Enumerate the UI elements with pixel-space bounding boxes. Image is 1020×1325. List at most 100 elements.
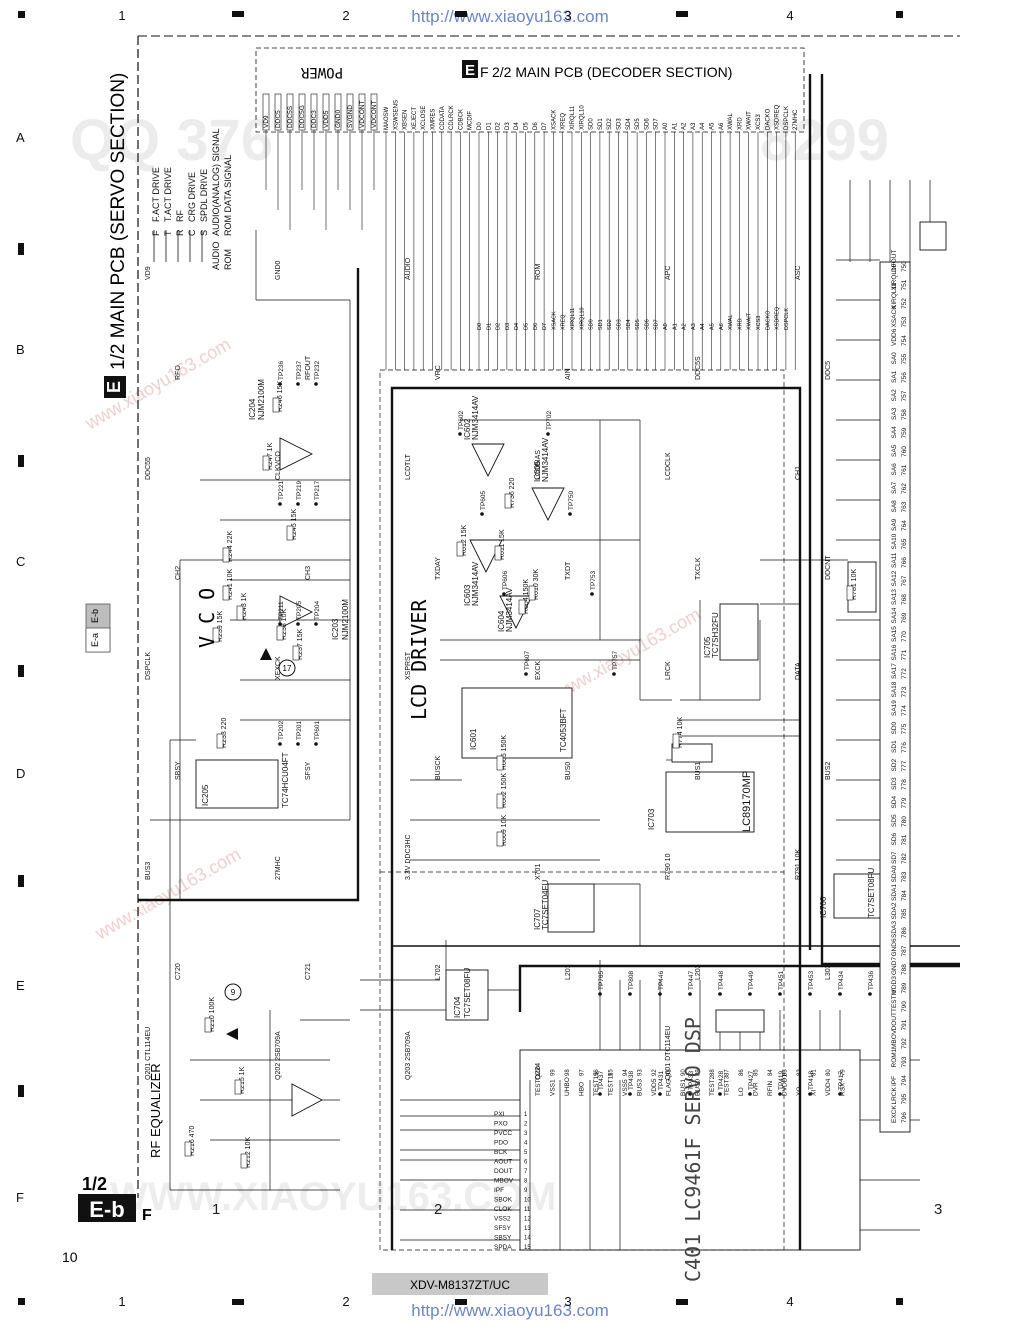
label-ic706: IC706 bbox=[819, 896, 828, 918]
decoder-net-label: XRD bbox=[737, 318, 743, 330]
dsp-side-pin-label: VDD6 bbox=[891, 328, 898, 346]
dsp-pin-number: 15 bbox=[524, 1245, 531, 1251]
net-label: XSPRST bbox=[405, 651, 412, 680]
dsp-pin-number: 85 bbox=[754, 1069, 760, 1076]
ic-boxes bbox=[195, 221, 947, 1251]
net-label: APC bbox=[665, 266, 672, 280]
resistor-symbol bbox=[236, 605, 244, 621]
dsp-side-pin-number: 759 bbox=[901, 427, 908, 438]
dsp-side-pin-number: 758 bbox=[901, 409, 908, 420]
model-bar-bg bbox=[372, 1273, 548, 1295]
resistor-label: R247 1K bbox=[267, 442, 274, 470]
test-point-label: TP221 bbox=[278, 480, 285, 500]
dsp-pin-label: PDO bbox=[494, 1140, 508, 1147]
dsp-pin-label: RSX bbox=[840, 1082, 847, 1096]
label-ic602-part: NJM3414AV bbox=[471, 395, 480, 440]
decoder-pin-label: D3 bbox=[505, 122, 511, 130]
dsp-side-pin-number: 765 bbox=[901, 538, 908, 549]
resistor-label: R246 15K bbox=[277, 381, 284, 412]
model-bar: XDV-M8137ZT/UC bbox=[372, 1273, 548, 1295]
test-point-dot bbox=[502, 592, 506, 596]
ic703-box bbox=[665, 771, 755, 833]
dsp-side-pin-label: SA15 bbox=[891, 626, 898, 642]
dsp-side-pin-number: 790 bbox=[901, 1001, 908, 1012]
test-point-dot bbox=[838, 992, 842, 996]
decoder-net-label: D5 bbox=[524, 323, 530, 330]
power-pin-label: SVGND bbox=[347, 105, 354, 128]
power-pin-label: DDC5S bbox=[287, 105, 294, 128]
opamps bbox=[279, 437, 565, 1117]
top-url[interactable]: http://www.xiaoyu163.com bbox=[411, 7, 608, 26]
dsp-pin-label: FLAG bbox=[666, 1079, 673, 1096]
dsp-side-pin-number: 786 bbox=[901, 927, 908, 938]
dsp-pin-number: 94 bbox=[623, 1069, 629, 1076]
column-ruler-top: 1 2 3 4 bbox=[118, 8, 793, 23]
label-ic706-part: TC7SET08FU bbox=[867, 868, 876, 918]
dsp-pin-number: 3 bbox=[524, 1131, 528, 1137]
decoder-net-label: SD3 bbox=[617, 319, 623, 330]
dsp-pin-number: 4 bbox=[524, 1141, 528, 1147]
decoder-pin-label: XIRQL10 bbox=[579, 105, 585, 130]
dsp-side-pin-label: SD6 bbox=[891, 832, 898, 845]
decoder-pin-label: XSACK bbox=[551, 110, 557, 130]
dsp-side-pin-label: EXCK bbox=[891, 1105, 898, 1123]
side-tab[interactable]: E-b E-a bbox=[85, 603, 111, 653]
decoder-net-label: D0 bbox=[477, 323, 483, 330]
dsp-pin-number: 90 bbox=[681, 1069, 687, 1076]
decoder-section-title: 2/2 MAIN PCB (DECODER SECTION) bbox=[492, 64, 732, 80]
bottom-url[interactable]: http://www.xiaoyu163.com bbox=[411, 1301, 608, 1320]
test-point-label: TP607 bbox=[524, 650, 531, 670]
net-label: RFOUT bbox=[305, 355, 312, 380]
test-point-label: TP219 bbox=[296, 480, 303, 500]
dsp-pin-label: XO bbox=[796, 1087, 803, 1096]
ic705-box bbox=[719, 603, 759, 661]
net-label: X701 bbox=[535, 864, 542, 880]
dsp-side-pin-label: SDA1 bbox=[891, 884, 898, 901]
decoder-pin-label: CDDATA bbox=[440, 106, 446, 130]
dsp-pin-label: PXI bbox=[494, 1111, 505, 1118]
test-point-dot bbox=[296, 622, 300, 626]
resistor-symbol bbox=[204, 1017, 212, 1033]
resistor-symbol bbox=[234, 1079, 242, 1095]
ic601-box bbox=[461, 687, 573, 759]
inner-grid-digits: 1 2 3 bbox=[212, 1201, 942, 1218]
decoder-net-label: XWAIT bbox=[747, 312, 753, 330]
test-point-dot bbox=[314, 382, 318, 386]
test-point-label: TP601 bbox=[314, 720, 321, 740]
decoder-pin-label: DACKO bbox=[765, 108, 771, 130]
label-ic705-part: TC7SH32FU bbox=[711, 612, 720, 658]
net-label: CH3 bbox=[305, 566, 312, 580]
dsp-side-pin-label: SA14 bbox=[891, 607, 898, 623]
dsp-side-pin-number: 766 bbox=[901, 557, 908, 568]
svg-text:2: 2 bbox=[434, 1201, 442, 1218]
decoder-net-label: XSDREQ bbox=[775, 306, 781, 330]
label-ic703-part: LC89170MP bbox=[741, 771, 753, 832]
decoder-pin-label: A5 bbox=[710, 122, 716, 130]
servo-dsp-body bbox=[519, 1049, 861, 1251]
ic203-opamp bbox=[291, 1083, 323, 1117]
net-label: C721 bbox=[305, 963, 312, 980]
servo-dsp-title: C401 LC9461F SERVO DSP bbox=[681, 1017, 705, 1282]
net-label: EXCK bbox=[535, 661, 542, 680]
test-point-label: TP204 bbox=[314, 600, 321, 620]
side-tab-a[interactable] bbox=[85, 627, 111, 653]
dsp-side-pin-number: 784 bbox=[901, 890, 908, 901]
net-label: Q601 DTC114EU bbox=[665, 1026, 672, 1080]
dsp-side-pin-number: 792 bbox=[901, 1038, 908, 1049]
dsp-pin-label: BCK bbox=[494, 1149, 508, 1156]
dsp-pin-number: 96 bbox=[594, 1069, 600, 1076]
resistor-label: R602 150K bbox=[501, 773, 508, 808]
dsp-pin-number: 98 bbox=[565, 1069, 571, 1076]
dsp-side-pin-label: SA5 bbox=[891, 444, 898, 457]
net-label: DDC5 bbox=[825, 361, 832, 380]
marker-17 bbox=[278, 659, 296, 677]
power-pin-label: VDCONT bbox=[359, 101, 366, 128]
resistor-symbol bbox=[518, 599, 526, 615]
resistor-label: R736 220 bbox=[509, 478, 516, 508]
servo-dsp-right-pins bbox=[879, 261, 911, 1133]
net-label: LCDTLT bbox=[405, 453, 412, 480]
label-ic601-part: TC4053BFT bbox=[559, 708, 568, 752]
test-point-dot bbox=[778, 992, 782, 996]
sheet-letter: F bbox=[142, 1207, 152, 1224]
